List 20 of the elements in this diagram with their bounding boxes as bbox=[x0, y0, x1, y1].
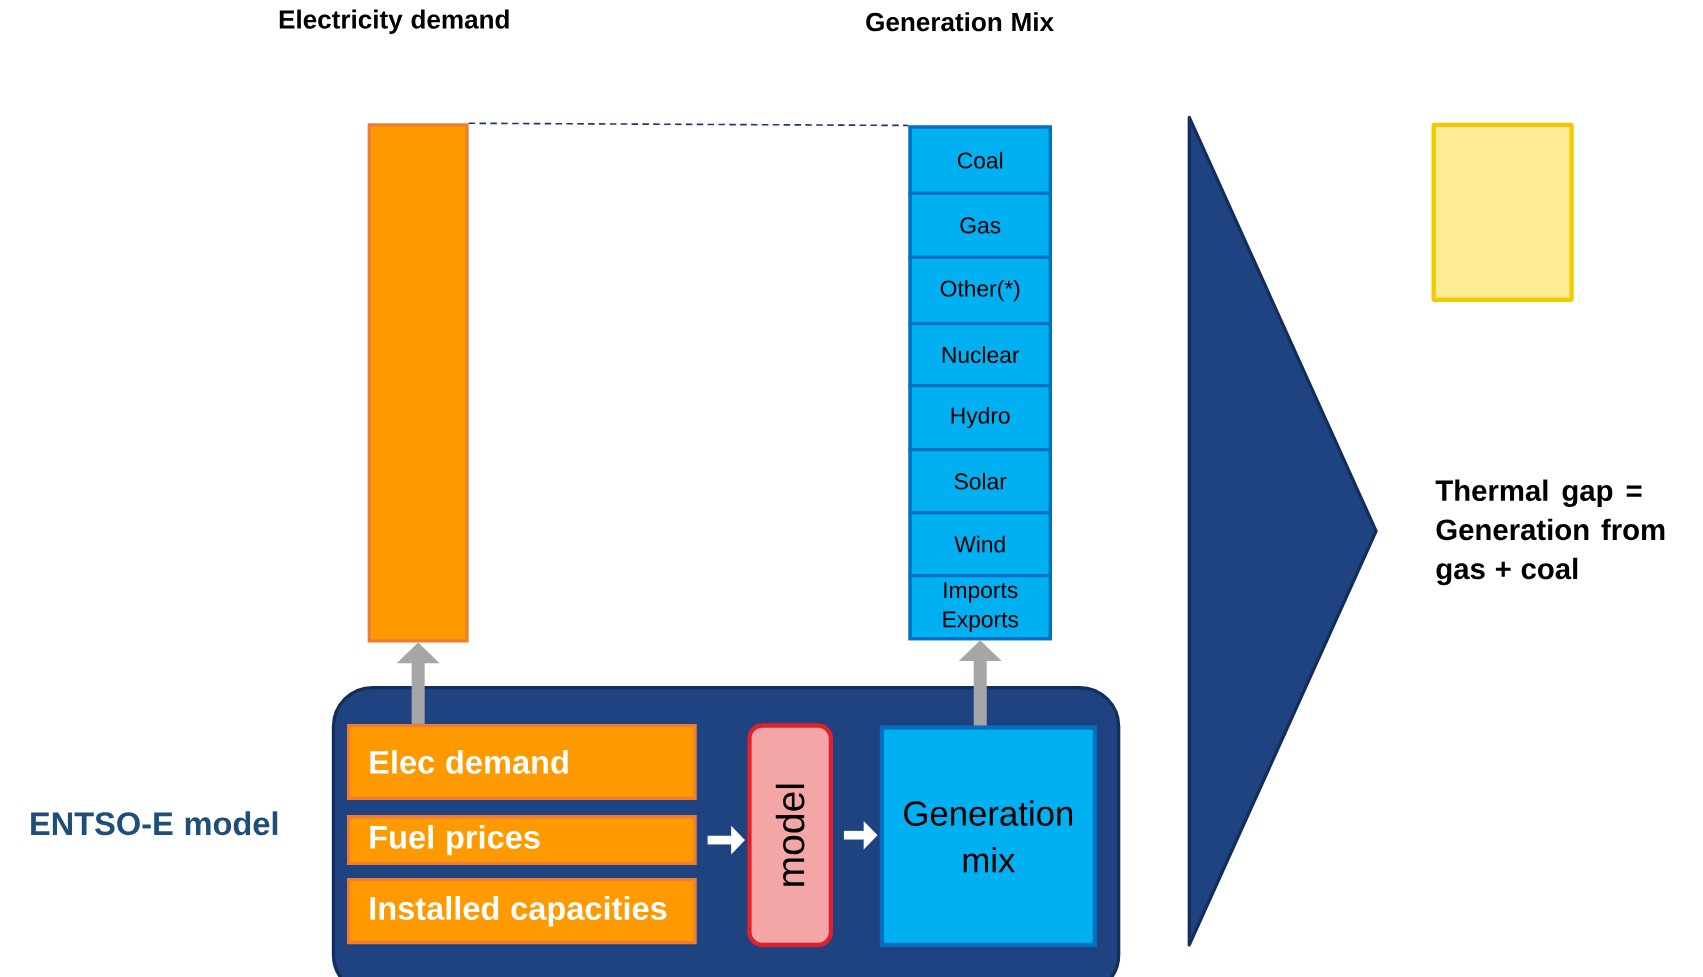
mix-segment: Nuclear bbox=[908, 321, 1052, 387]
mix-segment: Other(*) bbox=[908, 255, 1052, 326]
mix-segment: Hydro bbox=[908, 383, 1052, 452]
input-box: Fuel prices bbox=[347, 814, 697, 865]
mix-segment: Solar bbox=[908, 447, 1052, 515]
input-box: Elec demand bbox=[347, 723, 697, 800]
dashed-line bbox=[467, 122, 910, 127]
rotated-label: model bbox=[775, 784, 805, 886]
panel-heading: ENTSO-E model bbox=[31, 811, 278, 835]
mix-segment: Coal bbox=[908, 125, 1052, 195]
output-box: Generation mix bbox=[879, 725, 1097, 947]
big-chevron bbox=[1187, 115, 1378, 947]
mix-segment: Wind bbox=[908, 510, 1052, 578]
gap-box bbox=[1431, 122, 1574, 302]
mix-segment: Imports Exports bbox=[908, 573, 1052, 641]
input-box: Installed capacities bbox=[347, 877, 697, 945]
mix-segment: Gas bbox=[908, 191, 1052, 259]
column-heading: Generation Mix bbox=[866, 11, 1054, 32]
column-heading: Electricity demand bbox=[279, 9, 509, 34]
note-text: Thermal gap = Generation from gas + coal bbox=[1435, 479, 1665, 585]
